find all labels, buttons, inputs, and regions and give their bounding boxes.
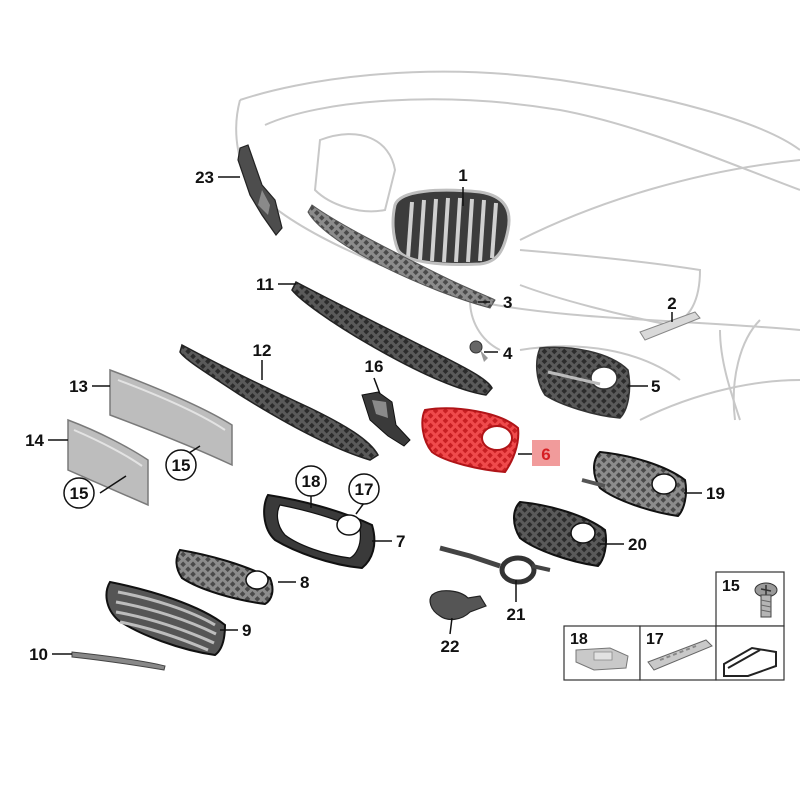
callout-5: 5 <box>651 377 660 396</box>
callout-rings <box>63 449 380 509</box>
part-7-fog-frame[interactable] <box>263 493 376 570</box>
part-5-fog-grille[interactable] <box>535 346 631 419</box>
callout-2: 2 <box>667 294 676 313</box>
part-8-fog-frame[interactable] <box>175 548 274 606</box>
callout-14: 14 <box>25 431 44 450</box>
part-12-mesh-strip[interactable] <box>179 343 379 461</box>
callout-4: 4 <box>503 344 513 363</box>
part-14-plate-bracket[interactable] <box>67 418 149 507</box>
callout-11: 11 <box>256 275 274 294</box>
callout-7: 7 <box>396 532 405 551</box>
part-10-trim-strip[interactable] <box>71 651 166 671</box>
legend-label-15: 15 <box>722 578 740 595</box>
part-19-fog-grille[interactable] <box>581 450 688 518</box>
callout-13: 13 <box>69 377 88 396</box>
legend-label-17: 17 <box>646 631 664 648</box>
callout-15b: 15 <box>70 484 89 503</box>
part-13-plate-bracket[interactable] <box>109 368 233 467</box>
part-22-cap[interactable] <box>429 590 487 621</box>
part-11-lower-grille[interactable] <box>291 280 493 396</box>
callout-17: 17 <box>355 480 374 499</box>
legend-label-18: 18 <box>570 631 588 648</box>
callout-19: 19 <box>706 484 725 503</box>
part-1-kidney-grille[interactable] <box>391 188 511 266</box>
callout-labels: 1 2 3 4 5 6 7 8 9 10 11 12 13 14 15 15 1… <box>25 166 725 664</box>
car-body-outline <box>235 70 800 421</box>
legend-panel: 15 18 17 <box>563 571 785 681</box>
part-3-upper-mesh[interactable] <box>307 204 496 309</box>
part-2-trim-strip[interactable] <box>639 311 701 341</box>
callout-12: 12 <box>253 341 272 360</box>
part-23-bracket[interactable] <box>237 144 283 236</box>
highlight-box-6 <box>532 440 560 466</box>
callout-3: 3 <box>503 293 512 312</box>
clip-17-icon <box>647 639 713 671</box>
part-20-fog-grille[interactable] <box>513 500 608 568</box>
callout-9: 9 <box>242 621 251 640</box>
callout-23: 23 <box>195 168 214 187</box>
callout-18: 18 <box>302 472 321 491</box>
callout-22: 22 <box>441 637 460 656</box>
callout-1: 1 <box>458 166 467 185</box>
callout-20: 20 <box>628 535 647 554</box>
part-21-ring-bracket[interactable] <box>439 545 551 585</box>
callout-8: 8 <box>300 573 309 592</box>
part-9-slat-grille[interactable] <box>105 580 227 657</box>
clip-18-icon <box>575 647 629 671</box>
part-4-clip[interactable] <box>469 340 488 362</box>
callout-6: 6 <box>541 445 550 464</box>
part-6-highlighted-fog-grille[interactable] <box>421 407 520 474</box>
callout-21: 21 <box>507 605 526 624</box>
callout-16: 16 <box>365 357 384 376</box>
callout-15a: 15 <box>172 456 191 475</box>
arrow-icon <box>723 646 777 677</box>
callout-10: 10 <box>29 645 48 664</box>
part-16-bracket[interactable] <box>361 391 411 447</box>
screw-icon <box>754 582 778 618</box>
